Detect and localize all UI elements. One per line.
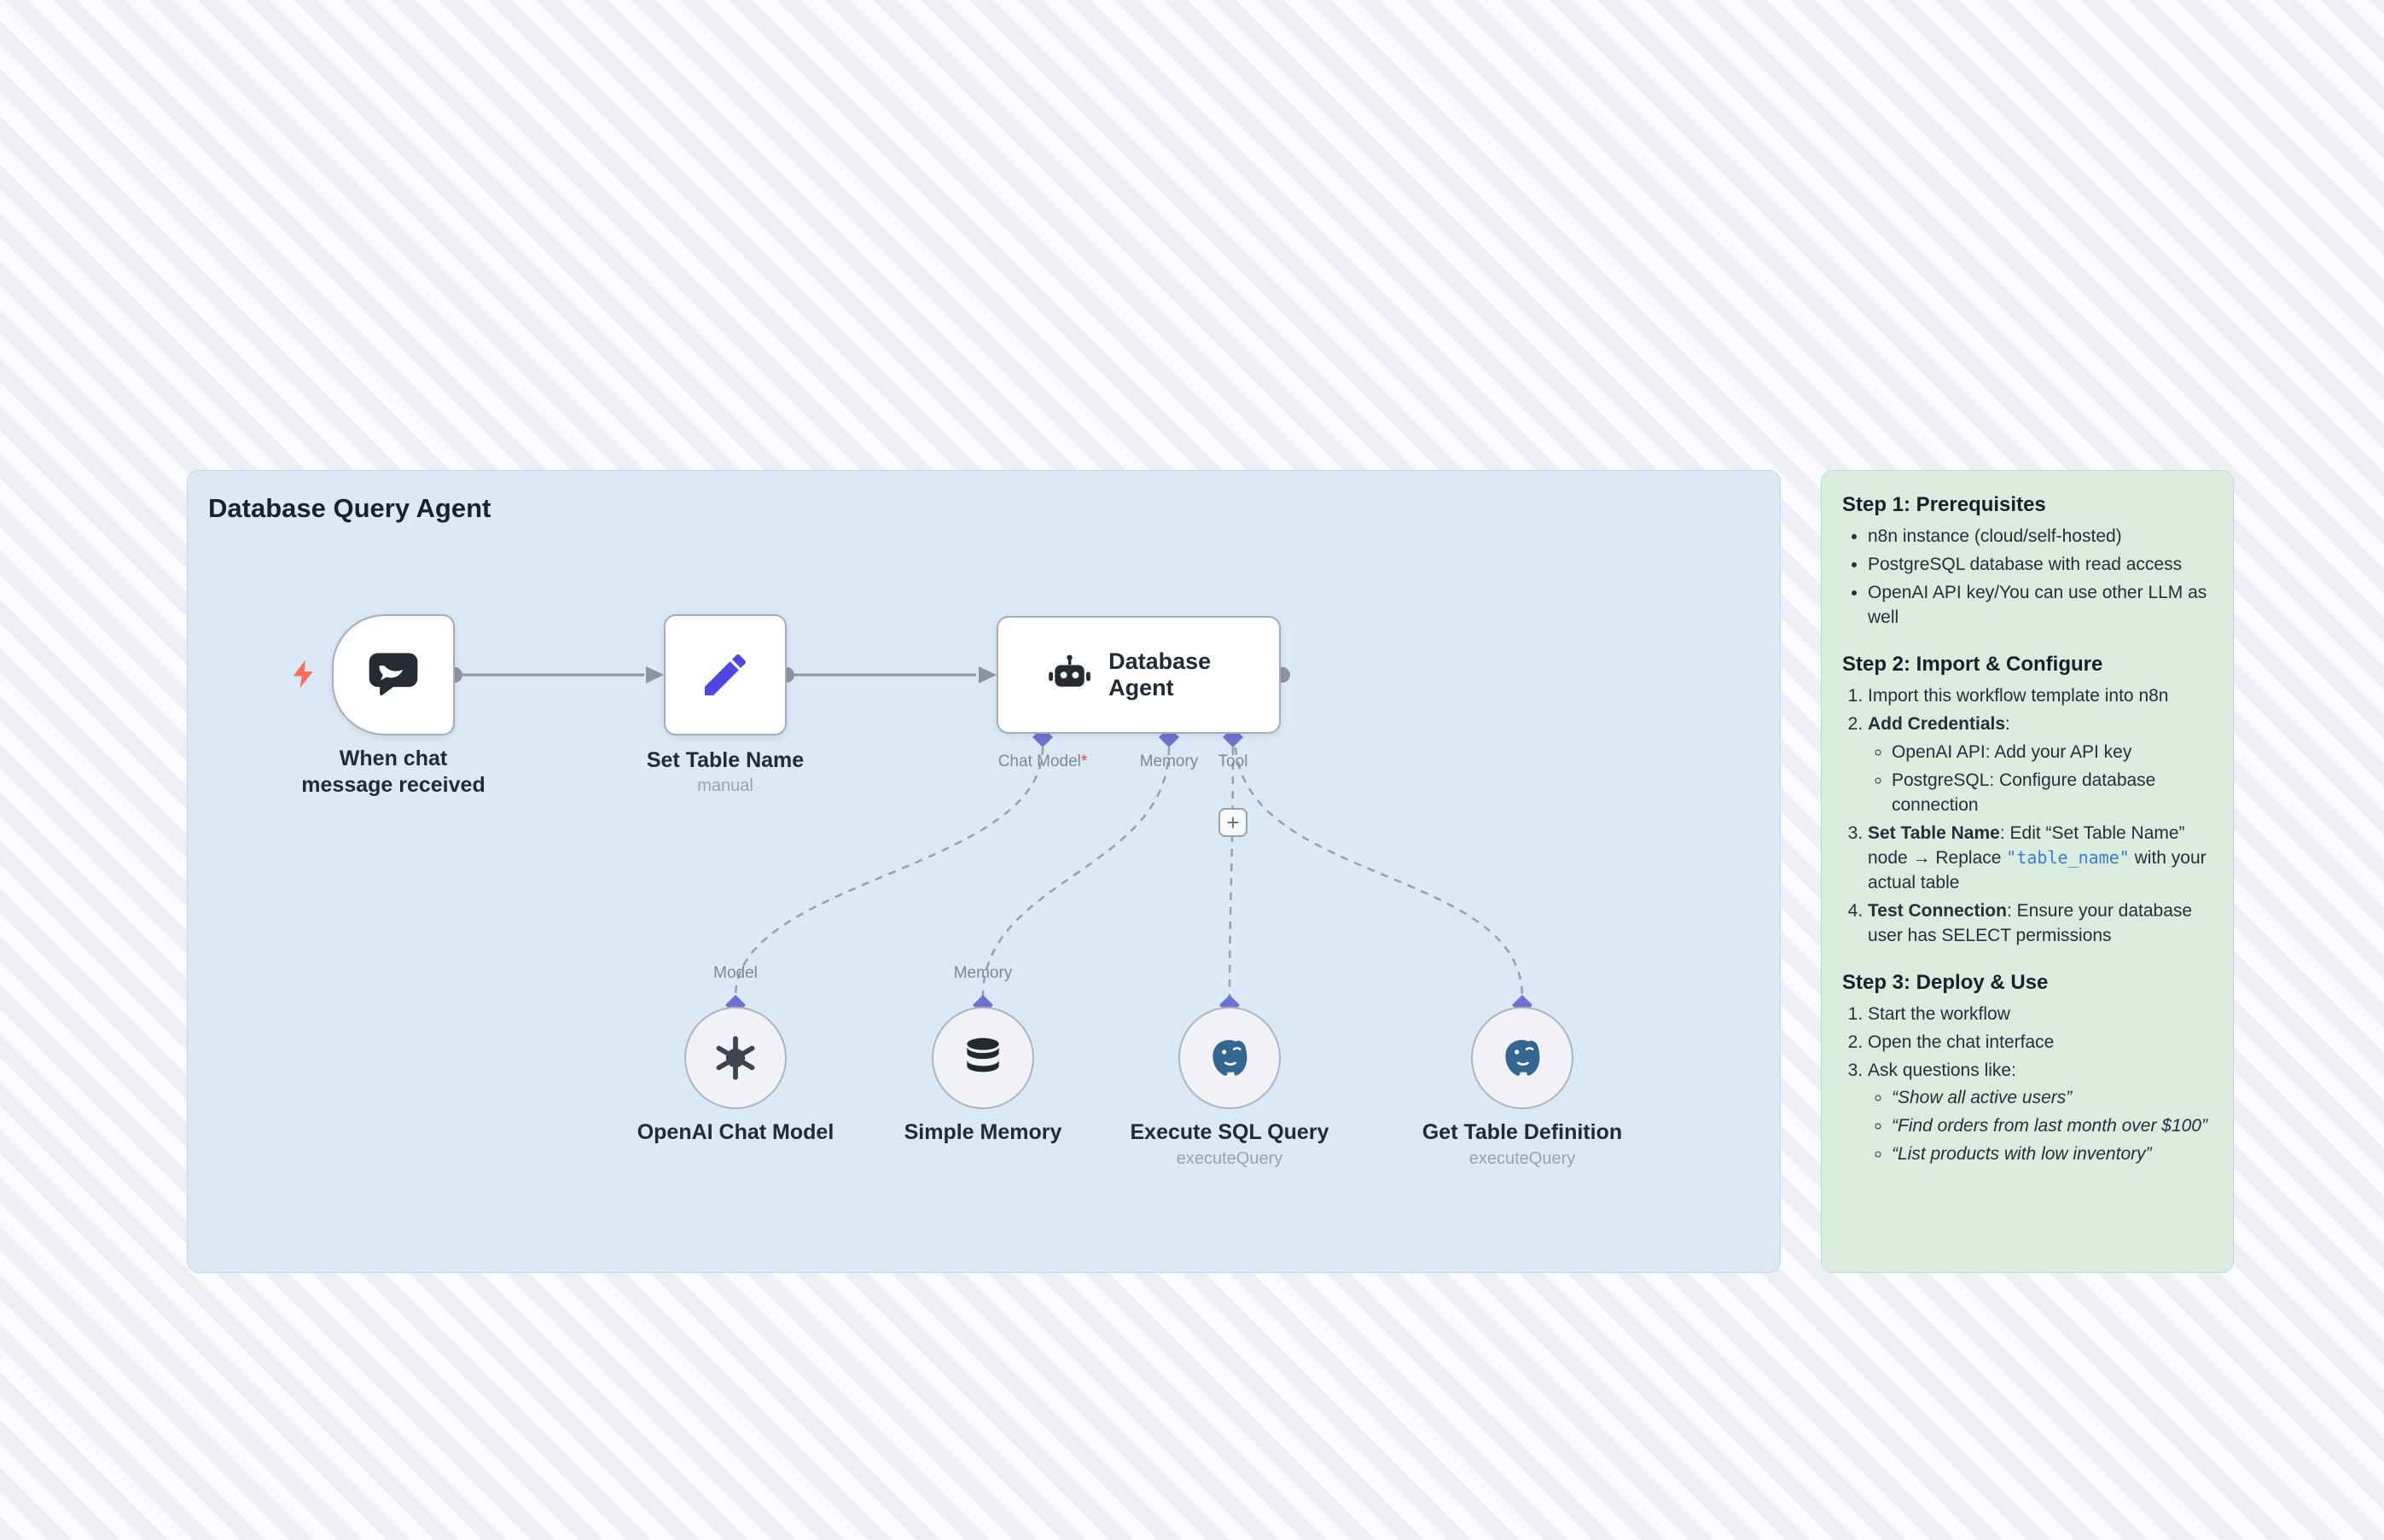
instruction-item: PostgreSQL database with read access: [1868, 553, 2212, 578]
node-openai-chat-model[interactable]: [684, 1007, 787, 1109]
instruction-subitem: OpenAI API: Add your API key: [1892, 741, 2212, 765]
instruction-text: Ask questions like:: [1868, 1060, 2016, 1080]
instruction-bold: Set Table Name: [1868, 822, 2000, 843]
inline-code: "table_name": [2006, 846, 2130, 868]
node-label-openai-chat-model: OpenAI Chat Model: [637, 1120, 834, 1144]
port-label: Chat Model: [997, 753, 1081, 770]
step3-sublist: “Show all active users” “Find orders fro…: [1868, 1086, 2212, 1167]
step2-title: Step 2: Import & Configure: [1842, 652, 2103, 676]
node-set-table-name[interactable]: [664, 614, 787, 735]
node-subtitle-set-table-name: manual: [697, 776, 753, 795]
instruction-text: : Ensure your database user has SELECT p…: [1868, 900, 2193, 945]
agent-port-chat-model: Chat Model*: [998, 753, 1088, 771]
chat-bubbles-icon: [369, 653, 418, 696]
example-question: “Find orders from last month over $100”: [1892, 1114, 2212, 1139]
node-label-get-table-definition: Get Table Definition: [1422, 1120, 1623, 1144]
step2-sublist: OpenAI API: Add your API key PostgreSQL:…: [1868, 741, 2212, 818]
instruction-item: Import this workflow template into n8n: [1868, 684, 2212, 709]
database-stack-icon: [967, 1037, 999, 1072]
node-chat-trigger[interactable]: [332, 614, 455, 735]
node-execute-sql-query[interactable]: [1178, 1007, 1281, 1109]
step1-list: n8n instance (cloud/self-hosted) Postgre…: [1842, 525, 2212, 631]
trigger-bolt-icon: [293, 660, 313, 689]
step3-list: Start the workflow Open the chat interfa…: [1842, 1002, 2212, 1168]
step3-title: Step 3: Deploy & Use: [1842, 970, 2049, 994]
node-database-agent[interactable]: Database Agent: [997, 616, 1281, 734]
subnode-port-model: Model: [713, 964, 758, 982]
instruction-item: Open the chat interface: [1868, 1031, 2212, 1055]
node-label-execute-sql-query: Execute SQL Query: [1130, 1120, 1329, 1144]
node-label-simple-memory: Simple Memory: [904, 1120, 1062, 1144]
node-get-table-definition[interactable]: [1471, 1007, 1573, 1109]
node-subtitle-get-table-definition: executeQuery: [1468, 1149, 1576, 1168]
sticky-note-instructions[interactable]: Step 1: Prerequisites n8n instance (clou…: [1821, 470, 2234, 1273]
instruction-item: Add Credentials: OpenAI API: Add your AP…: [1868, 712, 2212, 818]
instructions-step1: Step 1: Prerequisites n8n instance (clou…: [1842, 493, 2212, 631]
instruction-item: n8n instance (cloud/self-hosted): [1868, 525, 2212, 549]
instruction-item: OpenAI API key/You can use other LLM as …: [1868, 581, 2212, 631]
subnode-port-memory: Memory: [953, 964, 1013, 982]
instruction-text: : Edit “Set Table Name” node → Replace: [1868, 822, 2185, 868]
postgresql-icon: [1505, 1040, 1540, 1076]
instruction-item: Ask questions like: “Show all active use…: [1868, 1059, 2212, 1168]
example-question: “Show all active users”: [1892, 1086, 2212, 1111]
postgresql-icon: [1212, 1040, 1247, 1076]
node-label-chat-trigger: When chat message received: [301, 747, 486, 797]
node-label-set-table-name: Set Table Name: [646, 748, 805, 772]
instruction-bold: Add Credentials: [1868, 713, 2006, 734]
port-required-asterisk: *: [1080, 753, 1088, 770]
instruction-subitem: PostgreSQL: Configure database connectio…: [1892, 769, 2212, 818]
step1-title: Step 1: Prerequisites: [1842, 493, 2046, 516]
node-simple-memory[interactable]: [932, 1007, 1034, 1109]
robot-icon: [1049, 654, 1090, 687]
instruction-item: Set Table Name: Edit “Set Table Name” no…: [1868, 822, 2212, 896]
openai-icon: [716, 1036, 755, 1080]
sticky-note-title: Database Query Agent: [208, 493, 491, 523]
step2-list: Import this workflow template into n8n A…: [1842, 684, 2212, 949]
agent-port-memory: Memory: [1139, 753, 1199, 770]
instruction-bold: Test Connection: [1868, 900, 2007, 921]
example-question: “List products with low inventory”: [1892, 1142, 2212, 1167]
instruction-item: Test Connection: Ensure your database us…: [1868, 899, 2212, 949]
agent-port-tool: Tool: [1218, 753, 1248, 770]
instructions-step3: Step 3: Deploy & Use Start the workflow …: [1842, 971, 2212, 1168]
instruction-text: with your actual table: [1868, 847, 2207, 892]
node-label-database-agent: Database Agent: [1108, 648, 1212, 700]
instructions-step2: Step 2: Import & Configure Import this w…: [1842, 653, 2212, 949]
instruction-item: Start the workflow: [1868, 1002, 2212, 1027]
add-node-button[interactable]: +: [1218, 808, 1247, 837]
instruction-text: :: [2005, 713, 2010, 734]
node-subtitle-execute-sql-query: executeQuery: [1176, 1149, 1283, 1168]
pencil-icon: [705, 654, 746, 695]
